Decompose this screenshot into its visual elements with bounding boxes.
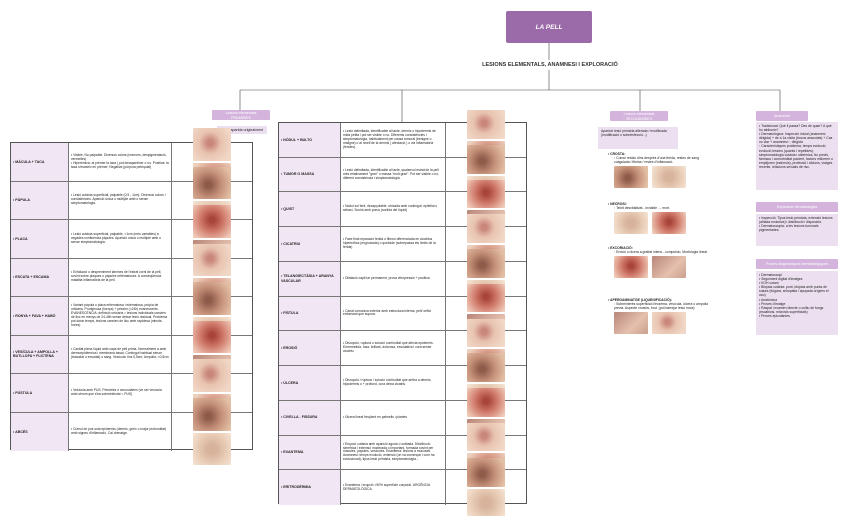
lesion-name: • MÀCULA + TACA [11,143,69,181]
lesion-name: • VESÍCULA + AMPOLLA + BUTLLOFA + FLICTE… [11,335,69,373]
secondary-lesion: • NECROSI:◦ Teixit desvitalitzat - invia… [608,202,708,235]
lesion-photo [193,320,231,354]
lesion-description: • Vesícula amb PUS. Primàries o secundàr… [69,374,172,412]
lesion-photo [467,318,505,348]
lesion-photo [193,398,231,431]
lesion-description: • Úlcera lineal freqüent en palmells i p… [341,400,446,435]
secondary-lesion-title: • EXCORIACIÓ: [608,246,633,250]
lesion-photo [467,422,505,452]
lesion-description: • Lesió cutània superficial, palpable (0… [69,181,172,219]
lesion-photo [467,387,505,417]
lesion-description: • Variant pàpula o placa eritematosa i e… [69,297,172,335]
branch-anamnesi: Anamnesi [756,111,808,121]
secondary-lesion: • EXCORIACIÓ:◦ Erosió o úlcera a grattat… [608,246,708,279]
secondary-lesion-title: • APERGAMINATGE (LIQUENIFICACIÓ): [608,298,672,302]
lesion-photo [193,128,231,161]
lesion-name: • ERITRODÈRMIA [279,470,341,505]
table-primaries: • MÀCULA + TACA• Visible, No palpable. D… [10,128,253,466]
secondary-lesion-photo [614,212,648,235]
proves-header: Proves diagnòstiques dermatològiques [756,259,838,269]
lesion-photo [193,166,231,200]
page-subtitle: LESIONS ELEMENTALS, ANAMNESI I EXPLORACI… [482,62,618,68]
lesion-photo [193,243,231,277]
lesion-photo [193,205,231,238]
secondary-lesion-photo [614,312,648,335]
exploracio-box: • Inspecció: Tipus lesió primària, exten… [756,214,838,246]
secundaries-intro: Aparició lesió primària alterada / modif… [598,127,678,149]
lesion-name: • RONYA + FAVA + HABÓ [11,297,69,335]
secondary-lesion-photo [614,256,648,279]
lesion-description: • Exantema / erupció >90% superfície cor… [341,470,446,505]
lesion-description: • Lesió delimitada, identificable al tac… [341,123,446,157]
lesion-photo [467,353,505,382]
table-row: • ERITRODÈRMIA• Exantema / erupció >90% … [279,457,526,516]
lesion-description: • Cúmul de pus sota epidermis (dermis, g… [69,412,172,451]
exploracio-header: Exploració dermatològica [756,202,838,212]
branch-secundaries: Lesions elementals SECUNDÀRIES [610,111,668,121]
lesion-photo [467,144,505,174]
anamnesi-box: • Tradicional: Què li passa? Des de quan… [756,122,838,190]
secondary-lesion: • APERGAMINATGE (LIQUENIFICACIÓ):◦ Sobre… [608,298,709,335]
proves-box: • Dermatoscopi • Seguiment digital d'ima… [756,271,838,335]
lesion-description: • Dilatació capil·lar permanent, prova v… [341,261,446,296]
lesion-name: • ABCÉS [11,412,69,451]
lesion-description: • Cavitat plena líquid amb capa de pell … [69,335,172,373]
lesion-photo [467,110,505,139]
secondary-lesion-text: ◦ Teixit desvitalitzat - inviable → mort… [614,206,670,211]
secondary-lesion-title: • CROSTA: [608,152,626,156]
lesion-name: • CICATRIU [279,227,341,261]
lesion-name: • ESCATA + ESCAMA [11,258,69,296]
lesion-description: • Erupció cutània amb aparició aguda o s… [341,435,446,470]
secondary-lesion-text: ◦ Sobreinterès superficial d'eczema, ves… [614,302,709,311]
lesion-name: • EROSIÓ [279,331,341,366]
lesion-photo [467,249,505,278]
lesion-photos [446,457,526,516]
lesion-photo [467,179,505,209]
lesion-name: • ÚLCERA [279,366,341,400]
lesion-description: • Visible, No palpable. Diversos colors … [69,143,172,181]
lesion-photo [467,283,505,313]
lesion-photo [467,488,505,516]
secondary-lesion: • CROSTA:◦ Cúmul residu dins després d'u… [608,152,708,189]
lesion-photo [467,457,505,487]
lesion-description: • Disrupció / ruptura / solució continuï… [341,366,446,400]
lesion-name: • TELANGIECTÀSIA + ARANYA VASCULAR [279,261,341,296]
table-row: • TELANGIECTÀSIA + ARANYA VASCULAR• Dila… [279,249,526,309]
secondary-lesion-title: • NECROSI: [608,202,627,206]
lesion-name: • NÒDUL + BULTO [279,123,341,157]
secondary-lesion-text: ◦ Erosió o úlcera a grattat intens - com… [614,250,708,255]
lesion-description: • Lesió cutània superficial, palpable, >… [69,220,172,258]
secondary-lesion-photo [652,256,686,279]
secondary-lesion-photo [652,166,686,189]
table-secundaries: • NÒDUL + BULTO• Lesió delimitada, ident… [278,110,527,516]
lesion-name: • CIVELLA - FISSURA [279,400,341,435]
secondary-lesion-photo [652,212,686,235]
lesion-description: • Exfoliació o despreniment làmines de l… [69,258,172,296]
primaries-note: Lesió aparida originalment [217,126,267,135]
lesion-name: • TUMOR O MASSA [279,157,341,192]
lesion-name: • EXANTEMA [279,435,341,470]
lesion-name: • PÀPULA [11,181,69,219]
table-row: • PÀPULA• Lesió cutània superficial, pal… [11,166,252,234]
lesion-description: • Fase final reparació ferida o fibrosi … [341,227,446,261]
lesion-photos [172,398,252,466]
secondary-lesion-text: ◦ Cúmul residu dins després d'una ferida… [614,156,699,165]
lesion-name: • FÍSTULA [279,296,341,331]
lesion-photo [467,214,505,244]
lesion-name: • QUIST [279,192,341,227]
lesion-description: • Nòdul sol·lerit, decapçolable, ubicada… [341,192,446,227]
table-row: • ABCÉS• Cúmul de pus sota epidermis (de… [11,398,252,466]
lesion-name: • PÚSTULA [11,374,69,412]
secondary-lesion-photo [614,166,648,189]
lesion-photo [193,432,231,466]
lesion-description: • Canal comunica exterior amb estructura… [341,296,446,331]
lesion-description: • Disrupció, ruptura o solució continuït… [341,331,446,366]
secondary-lesion-photo [652,312,686,335]
lesion-description: • Lesió delimitada, identificable al tac… [341,157,446,192]
branch-primaries: Lesions elementals PRIMÀRIES [212,110,270,120]
lesion-name: • PLACA [11,220,69,258]
lesion-photo [193,359,231,392]
lesion-photo [193,282,231,315]
root-title: LA PELL [506,11,592,43]
